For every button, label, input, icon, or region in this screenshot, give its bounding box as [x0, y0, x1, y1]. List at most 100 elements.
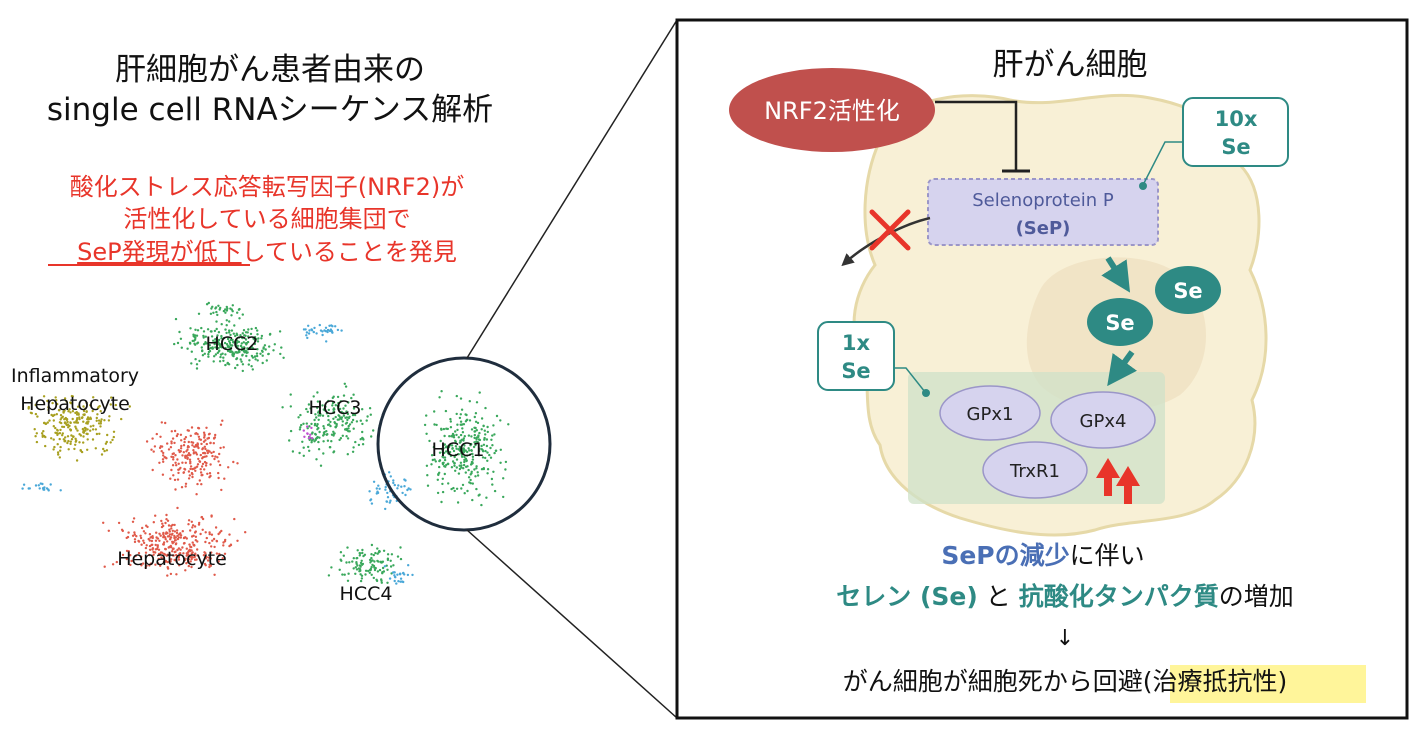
umap-point — [164, 548, 167, 551]
umap-point — [173, 530, 177, 533]
umap-point — [236, 339, 239, 342]
umap-point — [197, 312, 201, 315]
umap-point — [35, 440, 39, 444]
umap-point — [156, 544, 159, 547]
umap-point — [315, 332, 318, 335]
umap-point — [196, 445, 199, 448]
umap-point — [98, 432, 101, 435]
umap-point — [133, 538, 137, 541]
umap-point — [161, 522, 164, 525]
umap-point — [389, 565, 393, 568]
umap-point — [183, 536, 186, 539]
umap-point — [110, 396, 113, 399]
umap-point — [319, 413, 322, 416]
umap-point — [181, 530, 184, 533]
umap-point — [364, 573, 367, 576]
umap-point — [385, 564, 388, 567]
umap-point — [340, 329, 343, 332]
umap-point — [407, 564, 410, 567]
se-10x-multiplier: 10x — [1215, 107, 1258, 131]
umap-point — [164, 456, 167, 459]
umap-point — [193, 445, 196, 448]
enzyme-gpx4-label: GPx4 — [1080, 411, 1127, 432]
umap-point — [67, 439, 70, 443]
umap-point — [103, 419, 106, 422]
inhibition-line — [935, 100, 1018, 170]
umap-point — [151, 468, 154, 472]
umap-point — [439, 439, 442, 443]
umap-point — [194, 358, 197, 361]
umap-point — [242, 341, 245, 344]
umap-point — [173, 441, 176, 445]
umap-point — [74, 437, 77, 440]
umap-point — [208, 472, 212, 475]
umap-point — [176, 433, 179, 436]
umap-point — [305, 422, 308, 425]
umap-point — [389, 559, 392, 562]
umap-point — [352, 393, 355, 396]
umap-point — [463, 458, 466, 462]
umap-point — [335, 422, 338, 426]
umap-point — [344, 385, 348, 388]
umap-point — [29, 411, 33, 414]
umap-point — [241, 336, 244, 340]
increase-arrows-icon — [1096, 458, 1140, 504]
umap-point — [317, 414, 320, 417]
umap-point — [179, 447, 183, 450]
umap-point — [140, 543, 143, 546]
umap-point — [162, 560, 166, 563]
umap-point — [376, 570, 380, 573]
umap-point — [195, 334, 199, 337]
umap-point — [206, 451, 209, 455]
umap-point — [134, 554, 137, 558]
umap-point — [199, 453, 202, 457]
umap-point — [386, 491, 389, 495]
umap-point — [76, 421, 80, 424]
umap-point — [359, 579, 363, 583]
umap-point — [440, 500, 443, 504]
umap-point — [477, 434, 480, 437]
umap-point — [337, 414, 340, 417]
umap-point — [179, 532, 182, 535]
umap-point — [458, 416, 462, 420]
umap-point — [489, 446, 492, 450]
umap-point — [459, 440, 462, 443]
umap-point — [194, 343, 197, 346]
umap-point — [139, 534, 142, 537]
umap-point — [267, 352, 270, 356]
umap-point — [261, 361, 264, 365]
umap-point — [144, 532, 147, 535]
umap-point — [317, 440, 320, 444]
umap-point — [398, 573, 402, 576]
umap-point — [280, 346, 283, 349]
umap-point — [218, 452, 221, 456]
umap-point — [229, 543, 233, 546]
umap-point — [178, 564, 181, 567]
umap-point — [486, 451, 489, 454]
umap-point — [463, 455, 466, 459]
umap-point — [404, 493, 407, 497]
umap-point — [460, 487, 463, 490]
umap-point — [82, 405, 85, 408]
umap-point — [289, 393, 292, 396]
umap-point — [58, 437, 61, 441]
umap-point — [219, 446, 222, 450]
umap-point — [162, 532, 165, 536]
umap-point — [483, 429, 486, 432]
umap-point — [449, 417, 452, 421]
umap-point — [148, 539, 151, 542]
umap-point — [471, 452, 474, 456]
se-1x-label: Se — [841, 359, 870, 383]
umap-point — [181, 454, 184, 457]
umap-point — [460, 451, 463, 455]
umap-point — [348, 561, 351, 564]
umap-point — [103, 449, 106, 453]
umap-point — [79, 449, 83, 452]
umap-point — [455, 466, 458, 469]
umap-point — [391, 571, 395, 574]
umap-point — [232, 352, 236, 356]
umap-point — [177, 536, 180, 539]
umap-point — [305, 331, 309, 334]
umap-point — [389, 475, 392, 478]
umap-point — [191, 524, 195, 527]
